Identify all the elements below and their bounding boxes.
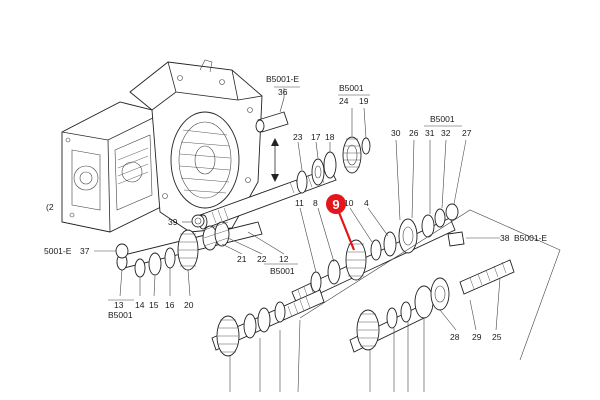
label-10: 10 xyxy=(344,198,354,208)
label-31: 31 xyxy=(425,128,435,138)
callout-badge xyxy=(326,194,346,214)
ref-b5001-top: B5001 xyxy=(339,83,364,93)
movement-arrow xyxy=(271,138,279,182)
label-36: 36 xyxy=(278,87,288,97)
transmission-housing xyxy=(61,59,263,233)
label-30: 30 xyxy=(391,128,401,138)
label-14: 14 xyxy=(135,300,145,310)
reference-codes: B5001-E B5001 B5001 5001-E B5001 B5001-E… xyxy=(44,74,547,320)
lower-left-gear-set xyxy=(211,289,325,357)
ref-b5001-bottom: B5001 xyxy=(108,310,133,320)
label-39: 39 xyxy=(168,217,178,227)
callout-number: 9 xyxy=(332,197,339,212)
label-32: 32 xyxy=(441,128,451,138)
upper-gear-set xyxy=(296,136,371,194)
label-23: 23 xyxy=(293,132,303,142)
ref-5001-e-left: 5001-E xyxy=(44,246,72,256)
ref-b5001-mid: B5001 xyxy=(270,266,295,276)
label-4: 4 xyxy=(364,198,369,208)
label-16: 16 xyxy=(165,300,175,310)
label-18: 18 xyxy=(325,132,335,142)
part-labels: 36 24 19 23 17 18 30 26 31 32 27 (2 39 1… xyxy=(46,87,510,342)
label-20: 20 xyxy=(184,300,194,310)
ref-b5001-right: B5001 xyxy=(430,114,455,124)
ref-b5001-e-right: B5001-E xyxy=(514,233,547,243)
label-22: 22 xyxy=(257,254,267,264)
callout-9: 9 xyxy=(326,194,356,251)
label-37: 37 xyxy=(80,246,90,256)
label-29: 29 xyxy=(472,332,482,342)
label-13: 13 xyxy=(114,300,124,310)
label-15: 15 xyxy=(149,300,159,310)
label-27: 27 xyxy=(462,128,472,138)
lower-right-shaft-group xyxy=(349,259,515,353)
middle-gear-group xyxy=(116,221,263,278)
main-shaft-group xyxy=(291,203,459,305)
ref-b5001-e-top: B5001-E xyxy=(266,74,299,84)
part-39-bearing xyxy=(182,214,205,228)
lower-assembly-outline xyxy=(299,209,561,361)
label-12: 12 xyxy=(279,254,289,264)
label-38: 38 xyxy=(500,233,510,243)
label-25: 25 xyxy=(492,332,502,342)
label-11: 11 xyxy=(295,198,304,208)
label-17: 17 xyxy=(311,132,321,142)
label-2: (2 xyxy=(46,202,54,212)
label-28: 28 xyxy=(450,332,460,342)
leader-lines xyxy=(119,88,501,393)
callout-pointer xyxy=(336,209,356,251)
label-24: 24 xyxy=(339,96,349,106)
label-26: 26 xyxy=(409,128,419,138)
part-37-bearing xyxy=(94,243,129,259)
label-8: 8 xyxy=(313,198,318,208)
reference-brackets xyxy=(108,86,462,301)
label-21: 21 xyxy=(237,254,247,264)
part-36-pin xyxy=(255,97,289,133)
label-19: 19 xyxy=(359,96,369,106)
part-38-sleeve xyxy=(447,231,500,247)
